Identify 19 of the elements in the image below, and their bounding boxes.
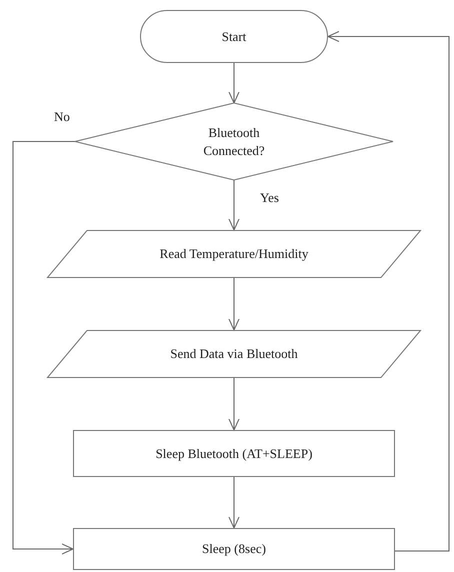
node-label: Bluetooth Connected?: [202, 124, 266, 160]
arrow: [328, 31, 450, 552]
node-label: Read Temperature/Humidity: [160, 245, 308, 263]
node-label: Sleep Bluetooth (AT+SLEEP): [156, 444, 312, 462]
arrow: [12, 141, 76, 554]
arrow: [228, 278, 240, 330]
arrow: [228, 180, 240, 230]
process-box: [73, 528, 395, 570]
arrow: [228, 378, 240, 430]
io-parallelogram: [47, 230, 421, 278]
arrow: [228, 476, 240, 528]
decision-diamond: [75, 103, 393, 180]
io-parallelogram: [47, 330, 421, 378]
node-label: Start: [222, 28, 246, 46]
node-label: Sleep (8sec): [202, 540, 266, 558]
node-label: Send Data via Bluetooth: [170, 345, 298, 363]
process-box: [73, 430, 395, 477]
terminal-shape: [140, 10, 328, 63]
arrow: [228, 62, 240, 104]
